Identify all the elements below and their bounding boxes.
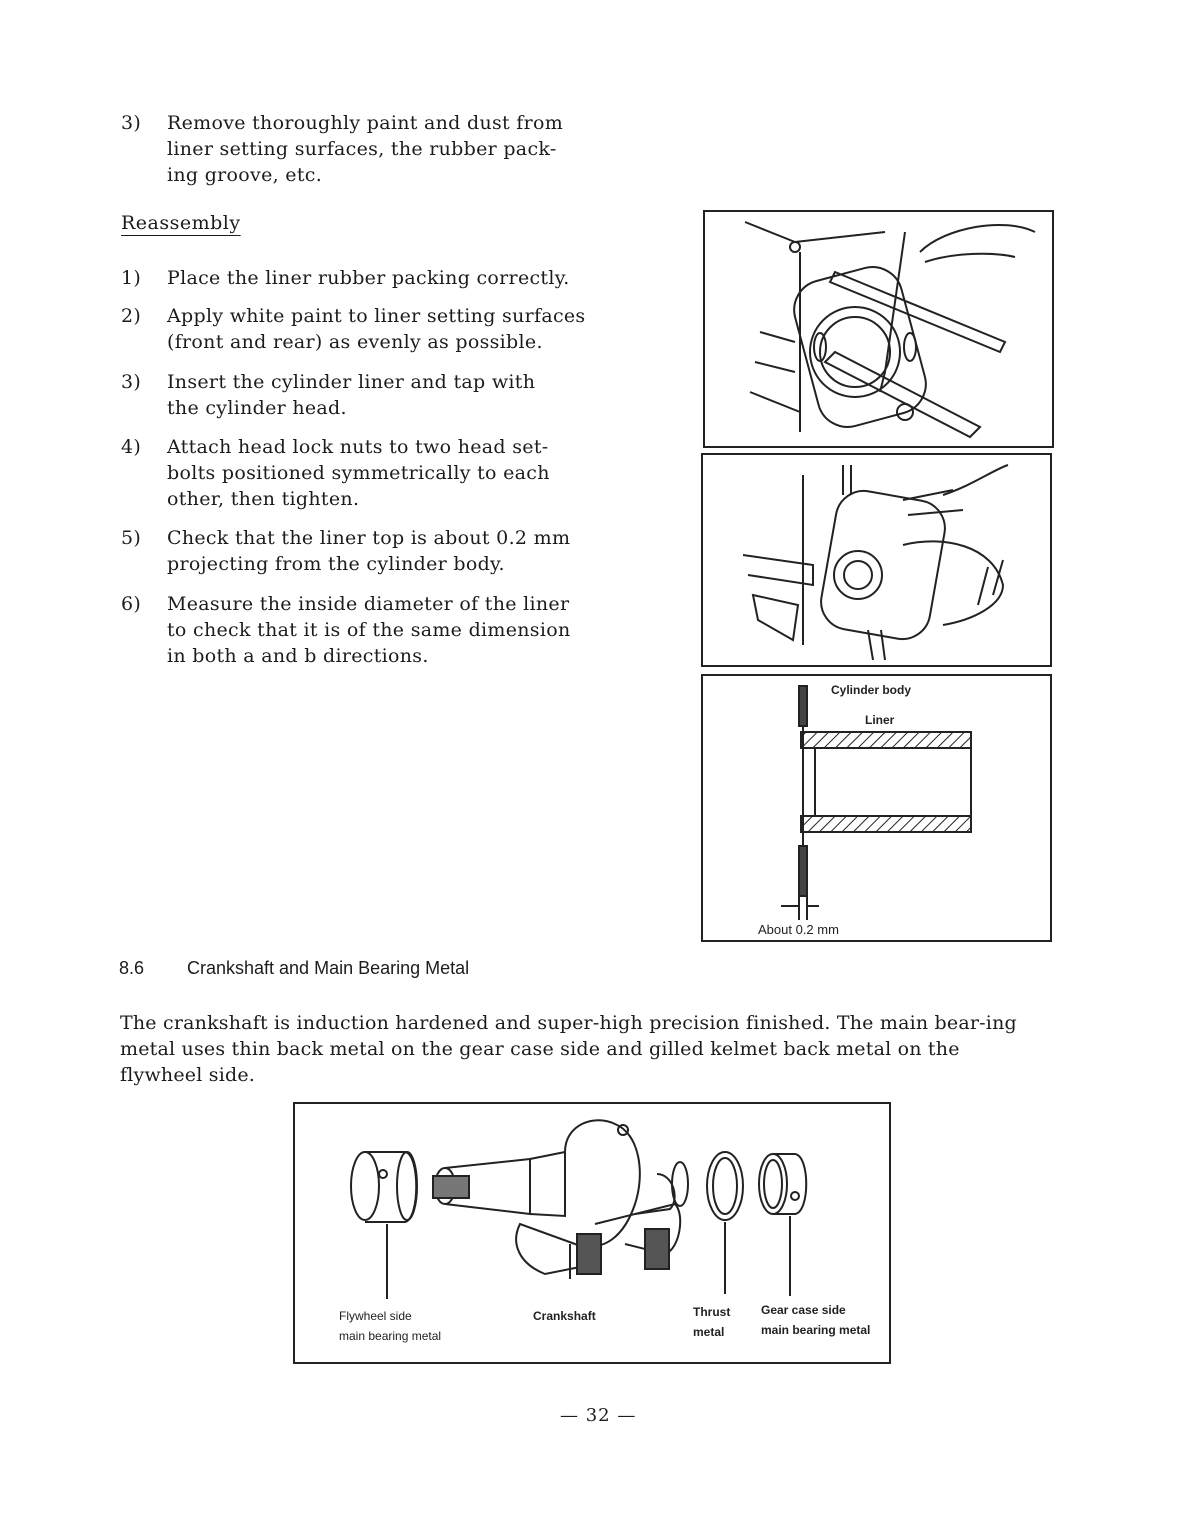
reassembly-heading: Reassembly <box>121 212 241 234</box>
step-text: Attach head lock nuts to two head set- b… <box>167 436 550 510</box>
step-text: Place the liner rubber packing correctly… <box>167 267 570 289</box>
section-number: 8.6 <box>119 958 145 978</box>
thrust-metal-label: Thrust metal <box>693 1305 731 1339</box>
crankshaft-drawing <box>350 1119 808 1299</box>
step-number: 3) <box>121 112 142 134</box>
about-dimension-label: About 0.2 mm <box>758 922 839 937</box>
step-number: 5) <box>121 527 142 549</box>
step-text: Measure the inside diameter of the liner… <box>167 593 571 667</box>
liner-label: Liner <box>865 713 895 727</box>
crankshaft-diagram: Flywheel side main bearing metal Cranksh… <box>293 1102 891 1364</box>
liner-section-diagram: Cylinder body Liner About 0.2 mm <box>701 674 1052 942</box>
step-text: Check that the liner top is about 0.2 mm… <box>167 527 571 575</box>
cylinder-body-label: Cylinder body <box>831 683 912 697</box>
step-number: 1) <box>121 267 142 289</box>
lock-nut-illustration <box>701 453 1052 667</box>
section-paragraph: The crankshaft is induction hardened and… <box>120 1012 1017 1086</box>
lock-nut-drawing <box>742 464 1009 661</box>
step-text: Apply white paint to liner setting surfa… <box>167 305 586 353</box>
step-number: 6) <box>121 593 142 615</box>
gear-case-bearing-label: Gear case side main bearing metal <box>761 1303 871 1337</box>
page-number: — 32 — <box>560 1405 637 1426</box>
step-number: 3) <box>121 371 142 393</box>
liner-section-drawing <box>781 685 972 920</box>
step-text: Remove thoroughly paint and dust from li… <box>167 112 564 186</box>
flywheel-bearing-label: Flywheel side main bearing metal <box>339 1309 442 1343</box>
step-number: 4) <box>121 436 142 458</box>
step-number: 2) <box>121 305 142 327</box>
crankshaft-label: Crankshaft <box>533 1309 596 1323</box>
liner-tap-illustration <box>703 210 1054 448</box>
section-title: Crankshaft and Main Bearing Metal <box>187 958 470 978</box>
liner-tap-drawing <box>744 221 1036 439</box>
step-text: Insert the cylinder liner and tap with t… <box>167 371 536 419</box>
